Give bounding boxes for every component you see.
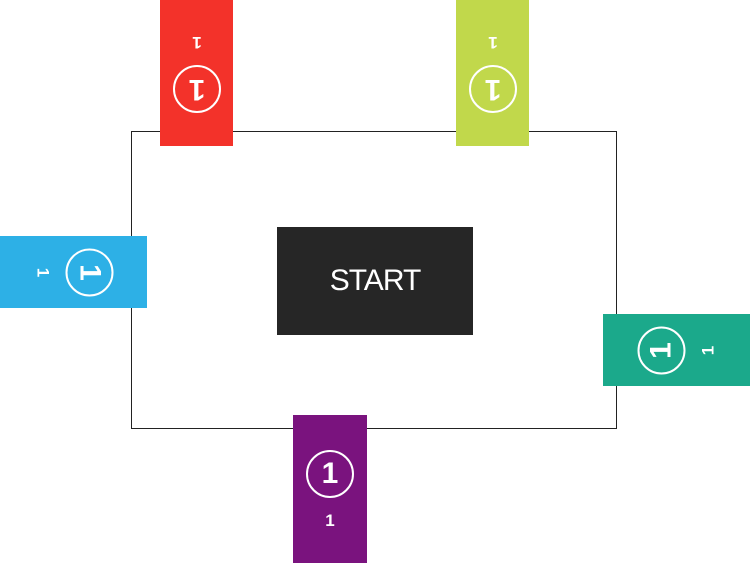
player-count: 1 <box>321 456 339 490</box>
start-button[interactable]: START <box>277 227 473 335</box>
player-score: 1 <box>33 267 52 277</box>
player-count-circle[interactable]: 1 <box>172 64 221 113</box>
player-count-circle[interactable]: 1 <box>637 326 685 374</box>
player-count: 1 <box>73 263 106 281</box>
player-score: 1 <box>487 32 498 52</box>
player-tab-top-green[interactable]: 1 1 <box>456 0 529 146</box>
player-count-circle[interactable]: 1 <box>65 248 113 296</box>
player-count-circle[interactable]: 1 <box>306 449 354 498</box>
player-tab-top-red[interactable]: 1 1 <box>160 0 233 146</box>
player-tab-bottom[interactable]: 1 1 <box>293 415 367 563</box>
player-count: 1 <box>644 341 677 359</box>
player-count-circle[interactable]: 1 <box>468 64 517 113</box>
player-count: 1 <box>188 72 205 106</box>
start-button-label: START <box>329 264 422 297</box>
player-score: 1 <box>698 345 717 355</box>
player-tab-right[interactable]: 1 1 <box>603 314 750 386</box>
player-score: 1 <box>191 32 202 52</box>
player-tab-left[interactable]: 1 1 <box>0 236 147 308</box>
player-score: 1 <box>325 510 335 530</box>
player-count: 1 <box>484 72 501 106</box>
